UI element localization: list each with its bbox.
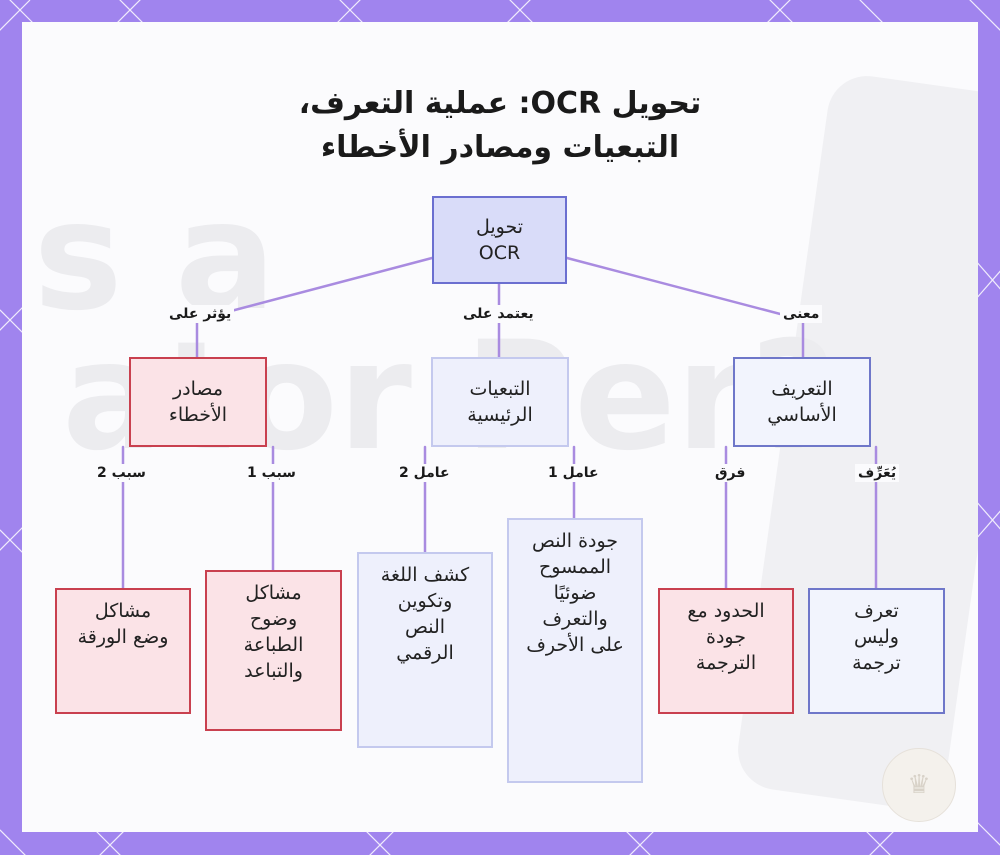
node-translation-limits-line-3: الترجمة <box>695 652 757 674</box>
diagram-title: تحويل OCR: عملية التعرف، التبعيات ومصادر… <box>22 82 978 170</box>
node-recognition-not-translation: تعرف وليس ترجمة <box>808 588 945 714</box>
edge-label-cause-1: سبب 1 <box>244 464 299 482</box>
node-scan-quality-line-2: الممسوح <box>538 556 612 578</box>
node-language-line-4: الرقمي <box>396 642 454 664</box>
node-paper-issues-line-1: مشاكل <box>94 600 152 622</box>
node-scan-quality-line-3: ضوئيًا <box>553 582 597 604</box>
node-ocr-conversion: تحويل OCR <box>432 196 567 284</box>
node-paper-issues-line-2: وضع الورقة <box>77 626 169 648</box>
node-main-dependencies-line-1: التبعيات <box>469 378 531 400</box>
node-scan-quality: جودة النص الممسوح ضوئيًا والتعرف على الأ… <box>507 518 643 783</box>
edge-label-defined: يُعَرِّف <box>855 464 900 482</box>
node-paper-position-issues: مشاكل وضع الورقة <box>55 588 191 714</box>
node-print-issues-line-4: والتباعد <box>244 660 303 682</box>
edge-label-difference: فرق <box>712 464 749 482</box>
node-scan-quality-line-1: جودة النص <box>531 530 619 552</box>
title-line-1: تحويل OCR: عملية التعرف، <box>298 86 702 121</box>
edge-label-meaning: معنى <box>780 305 823 323</box>
node-language-detection: كشف اللغة وتكوين النص الرقمي <box>357 552 493 748</box>
node-main-dependencies: التبعيات الرئيسية <box>431 357 569 447</box>
crown-icon: ♛ <box>882 748 956 822</box>
node-main-dependencies-line-2: الرئيسية <box>467 404 533 426</box>
node-scan-quality-line-4: والتعرف <box>542 608 608 630</box>
node-error-sources-line-1: مصادر <box>172 378 224 400</box>
edge-label-factor-1: عامل 1 <box>545 464 602 482</box>
node-error-sources: مصادر الأخطاء <box>129 357 267 447</box>
node-print-issues-line-3: الطباعة <box>243 634 304 656</box>
node-translation-limits-line-2: جودة <box>706 626 746 648</box>
edge-label-depends-on: يعتمد على <box>460 305 537 323</box>
node-recognition-line-3: ترجمة <box>852 652 901 674</box>
node-print-issues-line-2: وضوح <box>249 608 298 630</box>
title-line-2: التبعيات ومصادر الأخطاء <box>320 130 680 165</box>
node-ocr-conversion-line-2: OCR <box>478 242 521 264</box>
node-scan-quality-line-5: على الأحرف <box>526 634 624 656</box>
node-language-line-3: النص <box>404 616 446 638</box>
edge-root-definition <box>565 256 805 322</box>
node-language-line-1: كشف اللغة <box>380 564 470 586</box>
edge-root-errors <box>195 256 434 322</box>
edge-label-affects: يؤثر على <box>166 305 235 323</box>
node-basic-definition: التعريف الأساسي <box>733 357 871 447</box>
node-language-line-2: وتكوين <box>397 590 453 612</box>
node-ocr-conversion-line-1: تحويل <box>475 216 524 238</box>
node-basic-definition-line-2: الأساسي <box>767 404 837 426</box>
node-translation-limits-line-1: الحدود مع <box>687 600 765 622</box>
node-error-sources-line-2: الأخطاء <box>168 404 228 426</box>
node-translation-limits: الحدود مع جودة الترجمة <box>658 588 794 714</box>
edge-label-cause-2: سبب 2 <box>94 464 149 482</box>
node-recognition-line-1: تعرف <box>854 600 899 622</box>
node-recognition-line-2: وليس <box>854 626 899 648</box>
node-basic-definition-line-1: التعريف <box>771 378 833 400</box>
node-print-issues-line-1: مشاكل <box>245 582 302 604</box>
node-print-clarity-issues: مشاكل وضوح الطباعة والتباعد <box>205 570 342 731</box>
edge-label-factor-2: عامل 2 <box>396 464 453 482</box>
